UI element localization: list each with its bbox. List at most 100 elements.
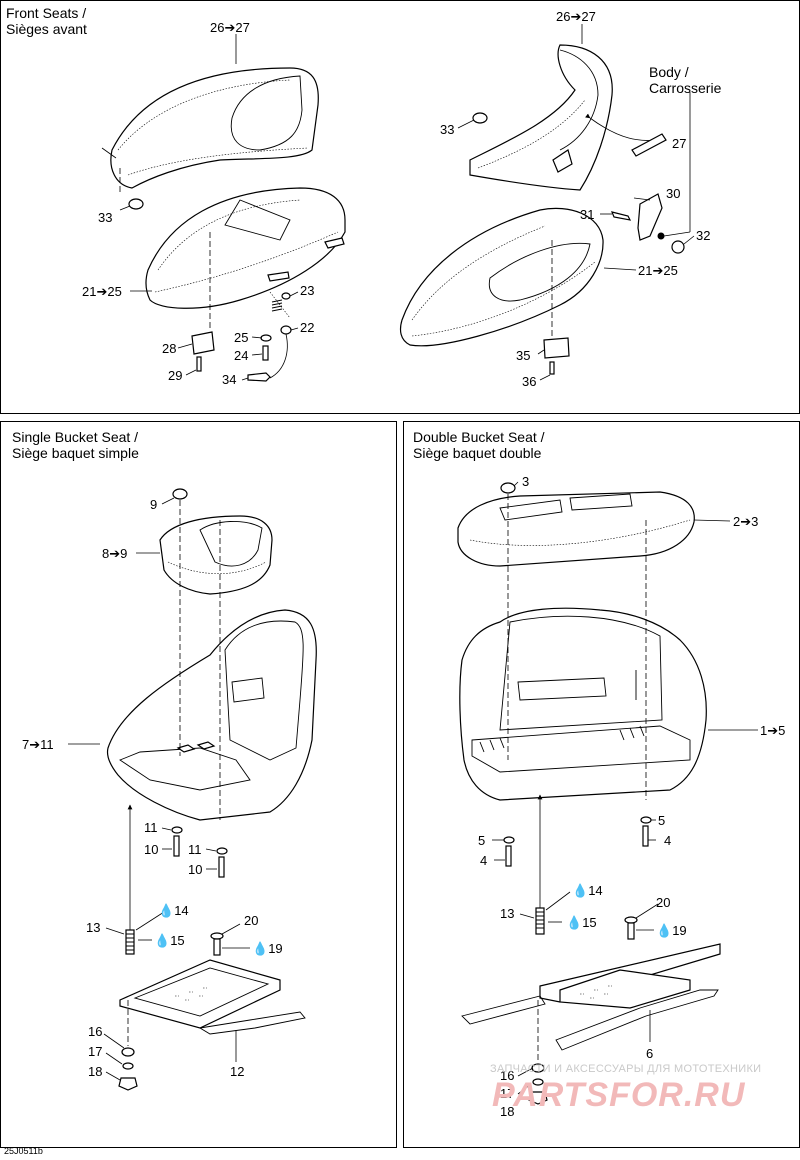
double-bucket-hardware bbox=[461, 794, 721, 1105]
callout-35: 35 bbox=[516, 348, 530, 363]
callout-33-a: 33 bbox=[98, 210, 112, 225]
nut-22-icon bbox=[280, 325, 292, 335]
callout-24: 24 bbox=[234, 348, 248, 363]
callout-27: 27 bbox=[672, 136, 686, 151]
callout-15-double: 💧15 bbox=[566, 915, 597, 930]
callout-19-double: 💧19 bbox=[656, 923, 687, 938]
washer-16d-icon bbox=[531, 1063, 545, 1073]
washer-32-icon bbox=[671, 240, 685, 254]
body-label-en: Body / bbox=[649, 64, 689, 80]
seat-base-6-icon bbox=[559, 969, 691, 1009]
body-label: Body / Carrosserie bbox=[649, 64, 721, 96]
bracket-35-icon bbox=[543, 337, 570, 359]
callout-6: 6 bbox=[646, 1046, 653, 1061]
front-seats-title: Front Seats / Sièges avant bbox=[6, 5, 87, 37]
front-left-cushion bbox=[145, 187, 346, 309]
callout-3: 3 bbox=[522, 474, 529, 489]
double-bucket-seat-title: Double Bucket Seat / Siège baquet double bbox=[413, 429, 545, 461]
screw-34-icon bbox=[247, 372, 271, 382]
bolt-20d-icon bbox=[624, 916, 638, 924]
double-headrest bbox=[457, 482, 695, 567]
single-bucket-seat-title-en: Single Bucket Seat / bbox=[12, 429, 139, 445]
callout-13-double: 13 bbox=[500, 906, 514, 921]
callout-30: 30 bbox=[666, 186, 680, 201]
bracket-28-icon bbox=[191, 331, 215, 355]
callout-26-27-a: 26➔27 bbox=[210, 20, 250, 35]
single-headrest bbox=[159, 488, 273, 595]
washer-11a-icon bbox=[171, 826, 183, 834]
double-bucket-seat-title-en: Double Bucket Seat / bbox=[413, 429, 545, 445]
front-right-backrest bbox=[469, 44, 661, 191]
callout-4-b: 4 bbox=[664, 833, 671, 848]
front-seats-title-en: Front Seats / bbox=[6, 5, 87, 21]
callout-21-25-a: 21➔25 bbox=[82, 284, 122, 299]
callout-10-b: 10 bbox=[188, 862, 202, 877]
leader-lines bbox=[68, 24, 758, 1095]
callout-5-a: 5 bbox=[478, 833, 485, 848]
single-bucket-seat-title: Single Bucket Seat / Siège baquet simple bbox=[12, 429, 139, 461]
callout-15-single: 💧15 bbox=[154, 933, 185, 948]
nut-18-icon bbox=[118, 1077, 138, 1091]
callout-34: 34 bbox=[222, 372, 236, 387]
callout-8-9: 8➔9 bbox=[102, 546, 127, 561]
callout-11-b: 11 bbox=[188, 842, 202, 857]
callout-23: 23 bbox=[300, 283, 314, 298]
callout-20-double: 20 bbox=[656, 895, 670, 910]
washer-16-icon bbox=[121, 1047, 135, 1057]
washer-25-icon bbox=[260, 334, 272, 342]
callout-28: 28 bbox=[162, 341, 176, 356]
screw-31-icon bbox=[611, 211, 632, 221]
bolt-10a-icon bbox=[173, 835, 180, 857]
callout-25: 25 bbox=[234, 330, 248, 345]
callout-18-double: 18 bbox=[500, 1104, 514, 1119]
seat-base-12-icon bbox=[119, 959, 281, 1029]
diagram-reference-code: 25J0511b bbox=[4, 1146, 43, 1156]
callout-14-double: 💧14 bbox=[572, 883, 603, 898]
front-seats-title-fr: Sièges avant bbox=[6, 21, 87, 37]
washer-5b-icon bbox=[640, 816, 652, 824]
callout-labels: 26➔27 33 21➔25 23 25 22 28 24 29 34 26➔2… bbox=[22, 9, 785, 1119]
callout-12: 12 bbox=[230, 1064, 244, 1079]
front-left-backrest bbox=[101, 67, 319, 189]
nut-3-icon bbox=[500, 482, 516, 494]
callout-26-27-b: 26➔27 bbox=[556, 9, 596, 24]
callout-33-b: 33 bbox=[440, 122, 454, 137]
callout-14-single: 💧14 bbox=[158, 903, 189, 918]
stopper-33b-icon bbox=[472, 112, 488, 124]
callout-13-single: 13 bbox=[86, 920, 100, 935]
double-bucket-shell bbox=[459, 494, 707, 801]
callout-7-11: 7➔11 bbox=[22, 737, 54, 752]
watermark-tagline: ЗАПЧАСТИ И АКСЕССУАРЫ ДЛЯ МОТОТЕХНИКИ bbox=[490, 1063, 762, 1075]
callout-16-single: 16 bbox=[88, 1024, 102, 1039]
callout-10-a: 10 bbox=[144, 842, 158, 857]
stopper-33-icon bbox=[128, 198, 144, 210]
callout-36: 36 bbox=[522, 374, 536, 389]
bolt-10b-icon bbox=[218, 856, 225, 878]
washer-11b-icon bbox=[216, 847, 228, 855]
callout-31: 31 bbox=[580, 207, 594, 222]
nut-9-icon bbox=[172, 488, 188, 500]
screw-36-icon bbox=[549, 361, 555, 375]
washer-5a-icon bbox=[503, 836, 515, 844]
washer-17d-icon bbox=[532, 1078, 544, 1086]
callout-29: 29 bbox=[168, 368, 182, 383]
callout-32: 32 bbox=[696, 228, 710, 243]
stud-13d-icon bbox=[535, 907, 545, 935]
callout-4-a: 4 bbox=[480, 853, 487, 868]
watermark-logo: PARTSFOR.RU bbox=[492, 1076, 746, 1114]
callout-19-single: 💧19 bbox=[252, 941, 283, 956]
callout-2-3: 2➔3 bbox=[733, 514, 758, 529]
callout-9: 9 bbox=[150, 497, 157, 512]
callout-21-25-b: 21➔25 bbox=[638, 263, 678, 278]
callout-20-single: 20 bbox=[244, 913, 258, 928]
callout-1-5: 1➔5 bbox=[760, 723, 785, 738]
callout-11-a: 11 bbox=[144, 820, 158, 835]
front-right-cushion bbox=[399, 207, 604, 375]
bolt-4b-icon bbox=[642, 825, 649, 847]
front-left-hardware bbox=[119, 168, 292, 382]
bolt-20-icon bbox=[210, 932, 224, 940]
callout-22: 22 bbox=[300, 320, 314, 335]
bolt-4a-icon bbox=[505, 845, 512, 867]
callout-18-single: 18 bbox=[88, 1064, 102, 1079]
rod-27-icon bbox=[631, 133, 667, 157]
